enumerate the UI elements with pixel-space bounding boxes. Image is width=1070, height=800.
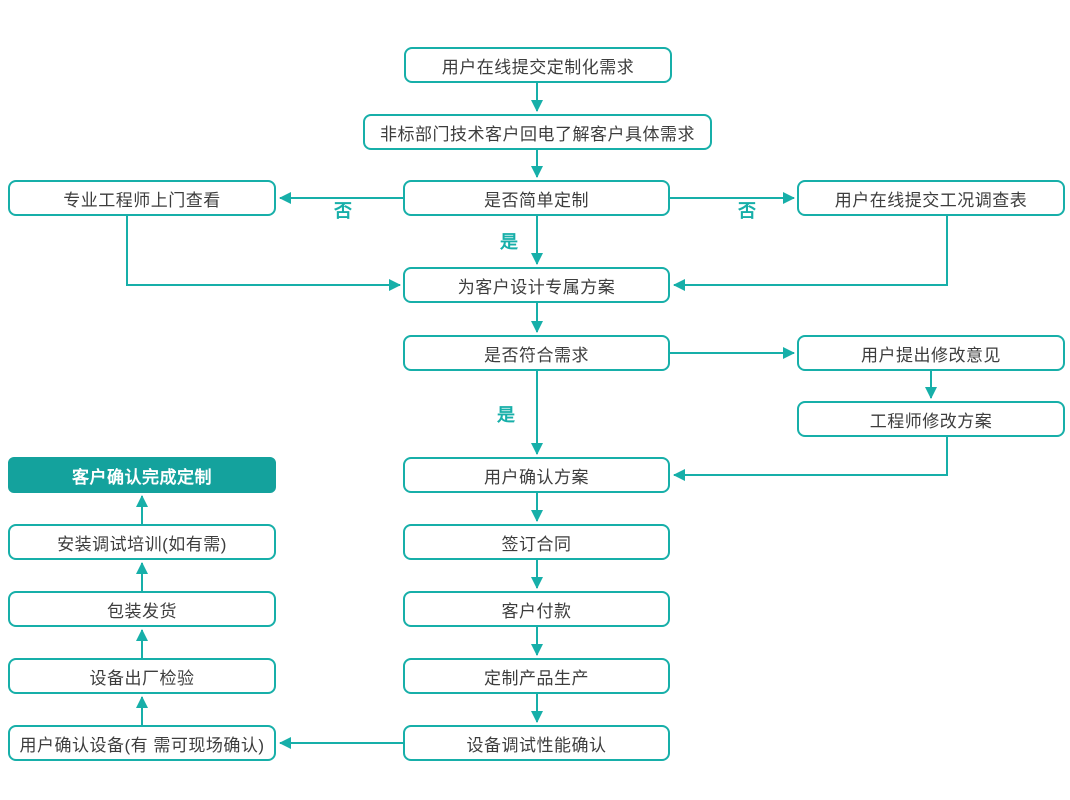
node-payment: 客户付款 <box>403 591 670 627</box>
arrow-engineer-revise-to-confirm-plan <box>673 437 948 481</box>
arrow-survey-form-to-design-plan <box>673 216 948 291</box>
node-sign-contract: 签订合同 <box>403 524 670 560</box>
node-meets-requirements-decision: 是否符合需求 <box>403 335 670 371</box>
edge-label-no-left: 否 <box>334 201 352 221</box>
node-install-training: 安装调试培训(如有需) <box>8 524 276 560</box>
node-submit-requirements: 用户在线提交定制化需求 <box>404 47 672 83</box>
node-engineer-visit: 专业工程师上门查看 <box>8 180 276 216</box>
node-production: 定制产品生产 <box>403 658 670 694</box>
edge-label-yes-middle: 是 <box>497 405 515 425</box>
node-confirm-equipment: 用户确认设备(有 需可现场确认) <box>8 725 276 761</box>
node-packing-shipping: 包装发货 <box>8 591 276 627</box>
node-engineer-revise: 工程师修改方案 <box>797 401 1065 437</box>
node-callback: 非标部门技术客户回电了解客户具体需求 <box>363 114 712 150</box>
node-factory-inspection: 设备出厂检验 <box>8 658 276 694</box>
edge-label-yes-top: 是 <box>500 232 518 252</box>
edge-label-no-right: 否 <box>738 201 756 221</box>
node-confirm-plan: 用户确认方案 <box>403 457 670 493</box>
node-simple-custom-decision: 是否简单定制 <box>403 180 670 216</box>
node-user-feedback: 用户提出修改意见 <box>797 335 1065 371</box>
arrow-engineer-visit-to-design-plan <box>126 216 401 291</box>
node-design-plan: 为客户设计专属方案 <box>403 267 670 303</box>
node-complete-custom: 客户确认完成定制 <box>8 457 276 493</box>
node-debug-confirm: 设备调试性能确认 <box>403 725 670 761</box>
node-survey-form: 用户在线提交工况调查表 <box>797 180 1065 216</box>
